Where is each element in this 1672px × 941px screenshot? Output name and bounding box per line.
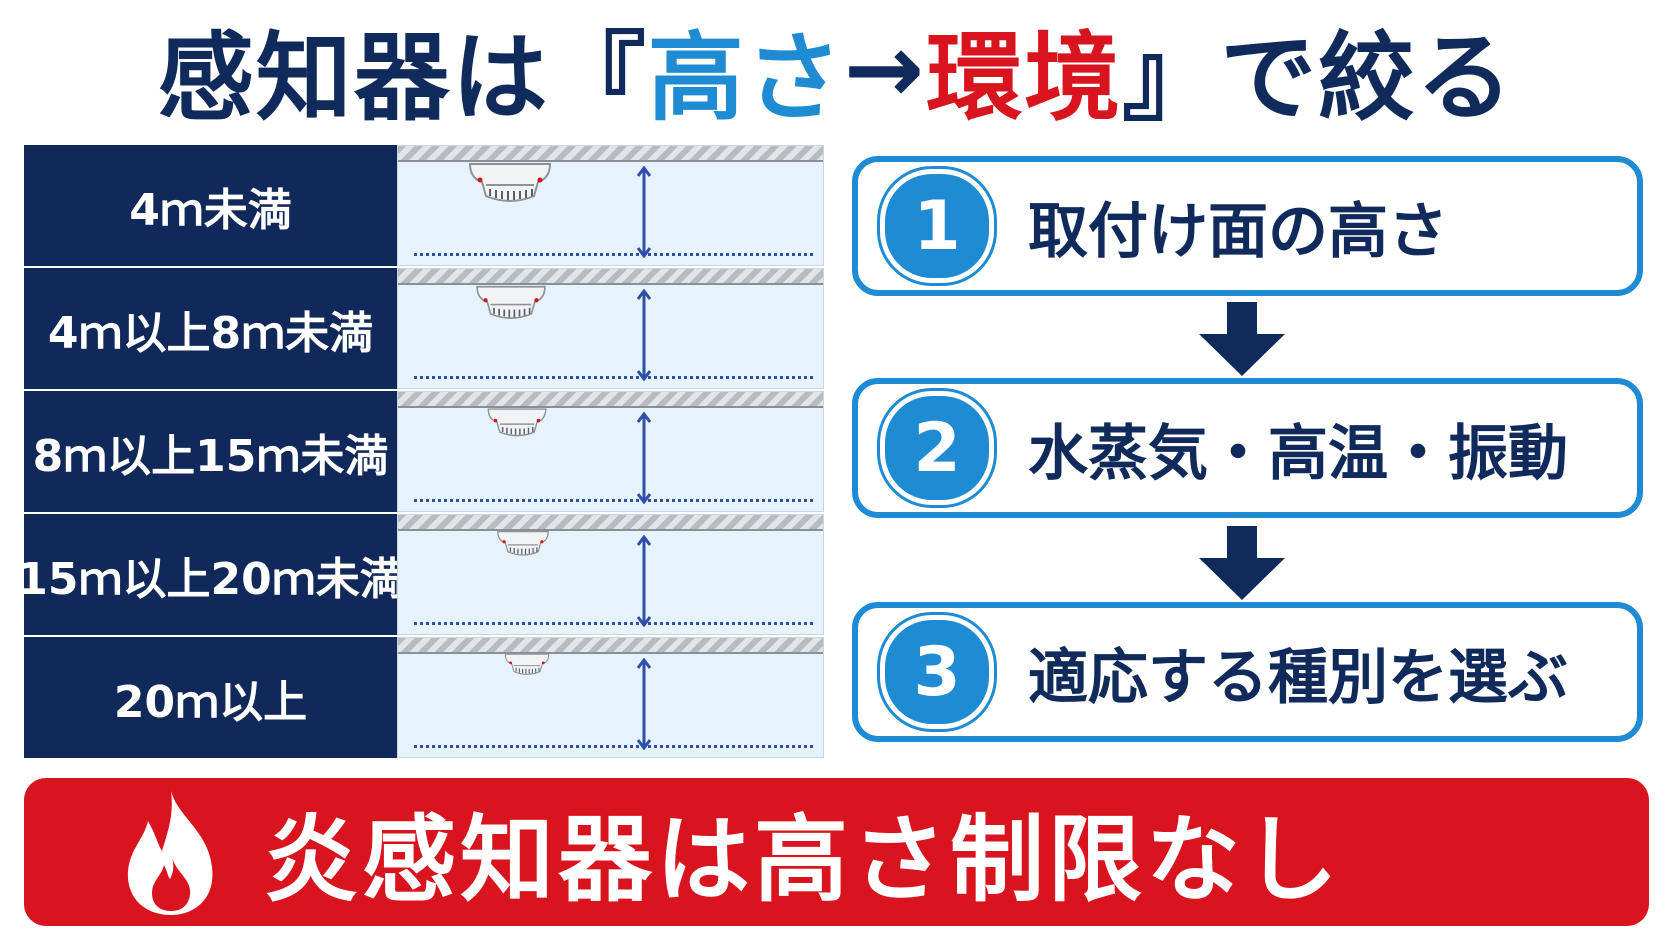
height-row-1: 4ｍ未満 [24, 145, 824, 266]
flame-detector-banner: 炎感知器は高さ制限なし [24, 778, 1649, 926]
page-title: 感知器は『高さ→環境』で絞る [0, 13, 1672, 134]
height-row-label: 15ｍ以上20ｍ未満 [17, 514, 404, 635]
step-text: 適応する種別を選ぶ [1028, 642, 1568, 713]
step-text: 取付け面の高さ [1028, 196, 1448, 267]
step-number-badge: 1 [880, 169, 994, 283]
height-table: 4ｍ未満 4ｍ以上8ｍ未満 [17, 145, 824, 759]
floor-line [414, 499, 813, 502]
floor-line [414, 376, 813, 379]
step-1: 1 取付け面の高さ [852, 156, 1643, 296]
flame-icon [127, 791, 213, 915]
height-row-label: 8ｍ以上15ｍ未満 [24, 391, 397, 512]
title-arrow: → [843, 13, 927, 125]
smoke-detector-icon [504, 653, 550, 675]
ceiling [398, 146, 823, 162]
height-row-5: 20ｍ以上 [24, 637, 824, 758]
step-3: 3 適応する種別を選ぶ [852, 602, 1643, 742]
title-height: 高さ [647, 21, 844, 134]
step-2: 2 水蒸気・高温・振動 [852, 378, 1643, 518]
banner-text: 炎感知器は高さ制限なし [264, 806, 1343, 915]
height-row-label: 4ｍ未満 [24, 145, 397, 266]
down-arrow-icon [1199, 526, 1285, 600]
step-text: 水蒸気・高温・振動 [1028, 418, 1568, 489]
height-arrow-icon [636, 535, 652, 627]
down-arrow-icon [1199, 302, 1285, 376]
height-arrow-icon [636, 166, 652, 258]
step-number-badge: 3 [880, 615, 994, 729]
height-row-4: 15ｍ以上20ｍ未満 [17, 514, 824, 635]
height-arrow-icon [636, 658, 652, 750]
smoke-detector-icon [468, 163, 552, 202]
ceiling-scene [397, 514, 824, 635]
height-arrow-icon [636, 412, 652, 504]
floor-line [414, 622, 813, 625]
smoke-detector-icon [476, 285, 546, 319]
ceiling [398, 269, 823, 285]
height-row-label: 20ｍ以上 [24, 637, 397, 758]
floor-line [414, 745, 813, 748]
ceiling-scene [397, 145, 824, 266]
ceiling-scene [397, 391, 824, 512]
floor-line [414, 253, 813, 256]
height-row-3: 8ｍ以上15ｍ未満 [24, 391, 824, 512]
title-environment: 環境 [926, 21, 1123, 134]
height-arrow-icon [636, 289, 652, 381]
height-row-label: 4ｍ以上8ｍ未満 [24, 268, 397, 389]
smoke-detector-icon [497, 531, 549, 556]
height-row-2: 4ｍ以上8ｍ未満 [24, 268, 824, 389]
ceiling [398, 638, 823, 654]
smoke-detector-icon [487, 408, 547, 437]
ceiling [398, 515, 823, 531]
step-number-badge: 2 [880, 391, 994, 505]
ceiling-scene [397, 268, 824, 389]
ceiling [398, 392, 823, 408]
title-suffix: 』で絞る [1122, 21, 1515, 134]
title-prefix: 感知器は『 [157, 21, 648, 134]
ceiling-scene [397, 637, 824, 758]
